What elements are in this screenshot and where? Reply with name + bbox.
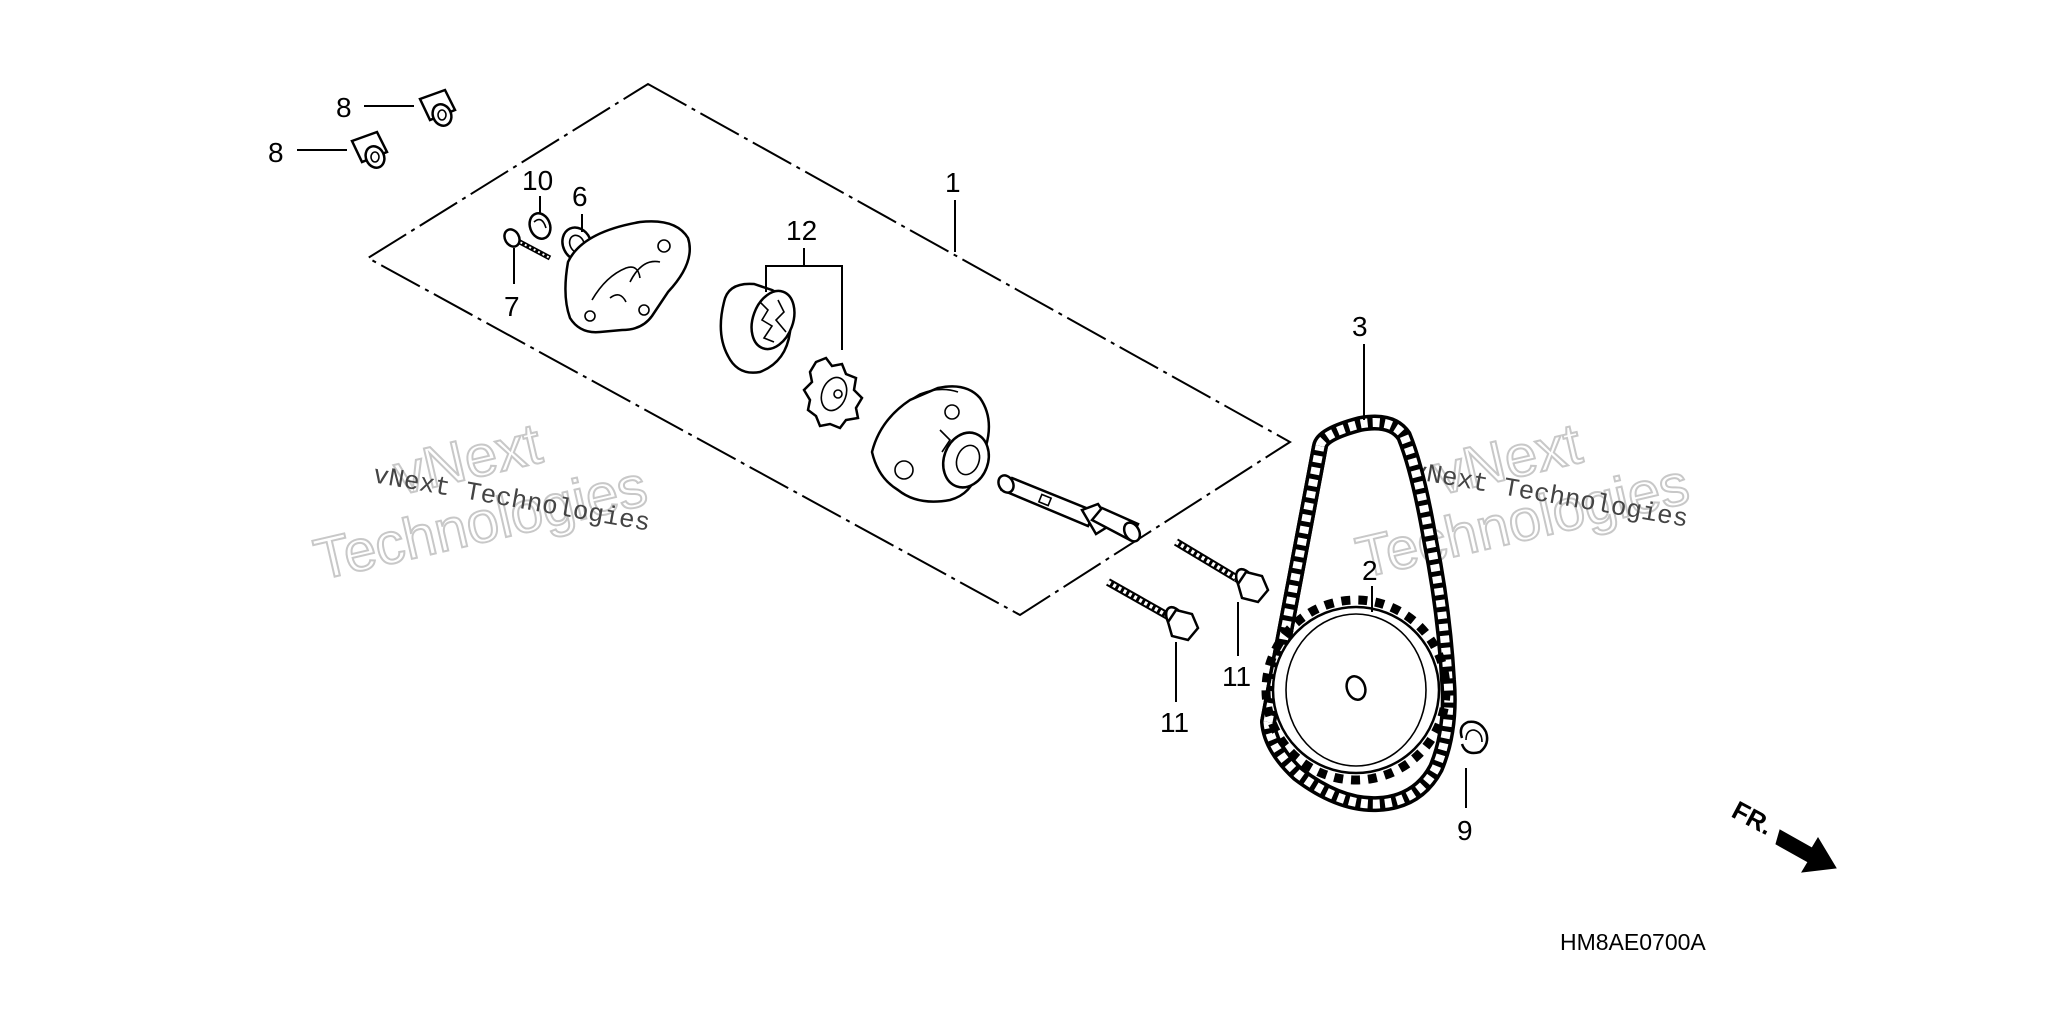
- assembly-boundary-frame: [366, 82, 1292, 617]
- callout-11-left: 11: [1160, 707, 1189, 738]
- washer-part-10: [528, 212, 552, 240]
- callout-3: 3: [1352, 311, 1368, 342]
- callout-12: 12: [786, 215, 817, 246]
- dowel-pin-upper: [418, 88, 457, 127]
- front-arrow-icon: [1775, 829, 1837, 873]
- callout-8-lower: 8: [268, 137, 284, 168]
- outer-rotor: [719, 282, 796, 374]
- front-direction-label: FR.: [1727, 795, 1778, 841]
- callout-9: 9: [1457, 815, 1473, 846]
- screw-part-7: [503, 228, 552, 261]
- drawing-code: HM8AE0700A: [1560, 929, 1706, 955]
- callout-2: 2: [1362, 555, 1378, 586]
- callout-11-right: 11: [1222, 661, 1251, 692]
- callout-1: 1: [945, 167, 961, 198]
- pump-shaft: [997, 474, 1142, 543]
- watermark-left: vNext Technologies vNext Technologies: [307, 410, 654, 594]
- drive-sprocket: [1261, 595, 1451, 785]
- pump-cover-plate: [564, 220, 691, 334]
- callout-7: 7: [504, 291, 520, 322]
- callout-10: 10: [522, 165, 553, 196]
- front-direction-indicator: FR.: [1727, 795, 1837, 873]
- callout-8-upper: 8: [336, 92, 352, 123]
- oil-pump-body: [870, 385, 991, 503]
- callout-6: 6: [572, 181, 588, 212]
- flange-bolt-right: [1173, 538, 1270, 604]
- snap-ring-part-9: [1459, 720, 1489, 755]
- dowel-pin-lower: [350, 130, 389, 169]
- inner-rotor: [802, 356, 864, 430]
- flange-bolt-left: [1106, 578, 1200, 642]
